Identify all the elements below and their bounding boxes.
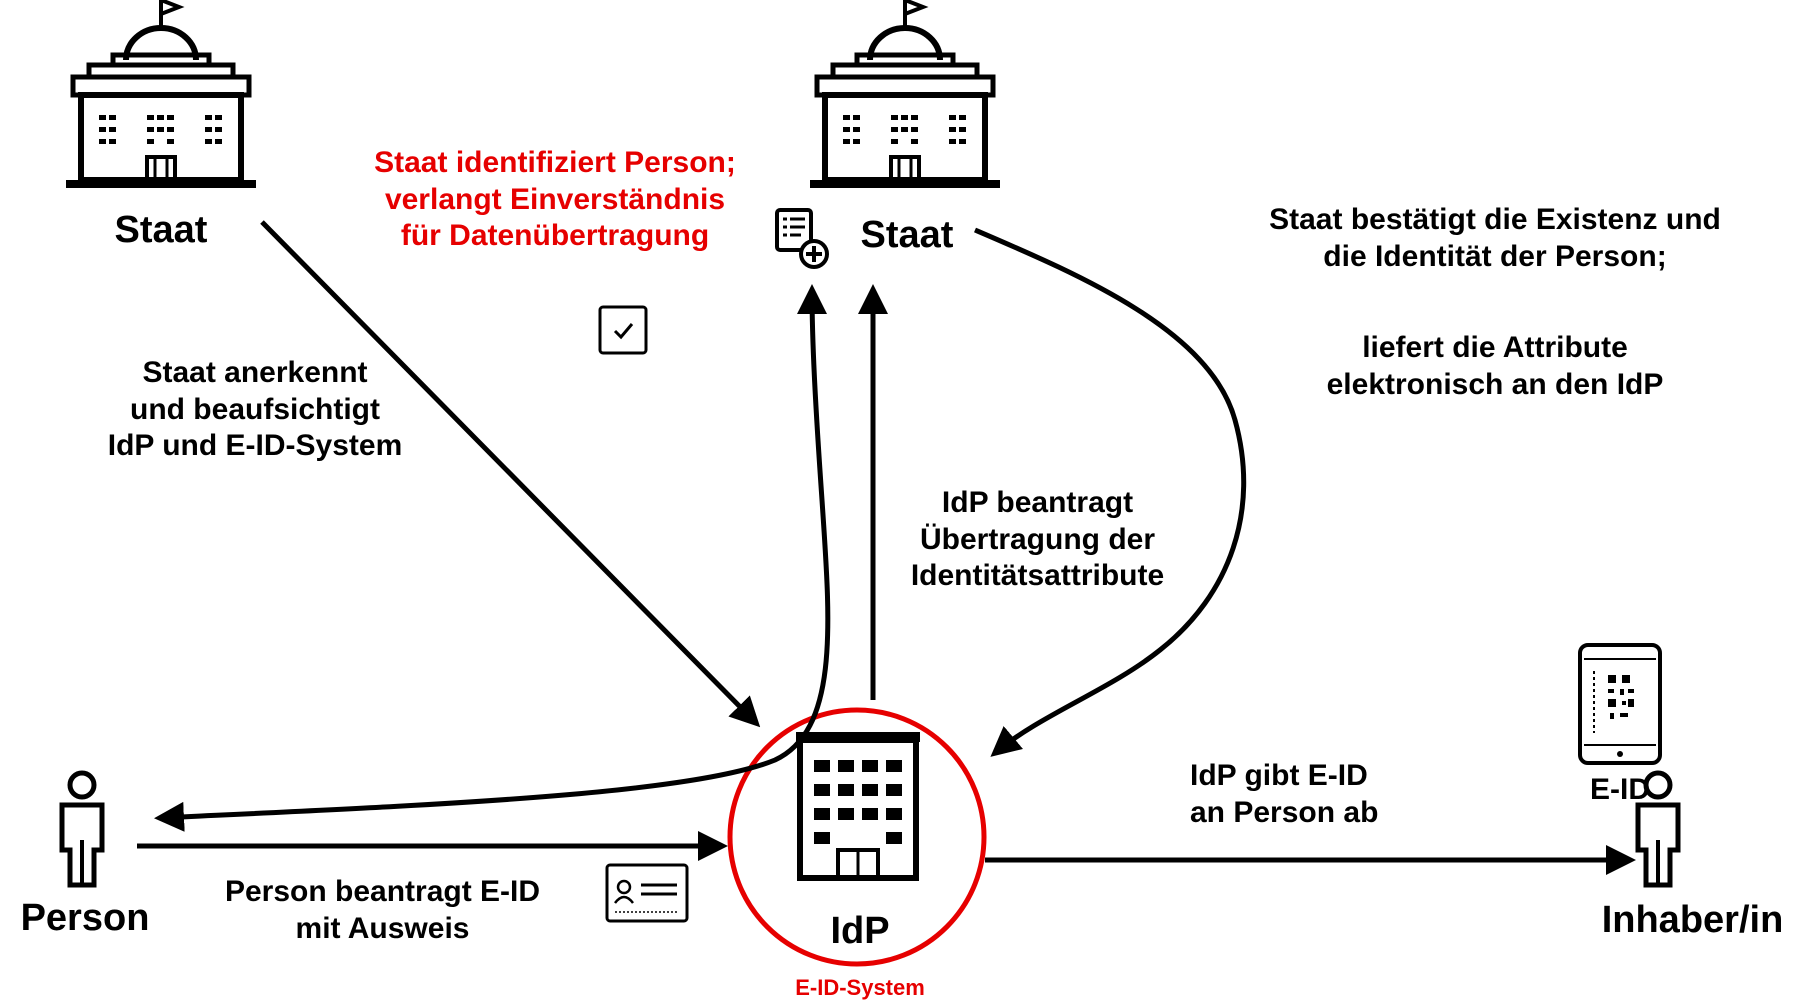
node-person: Person [20, 897, 150, 939]
smartphone-qr-icon [1578, 643, 1662, 765]
arrow-attribute-delivery [974, 227, 1247, 757]
label-consent: Staat identifiziert Person; verlangt Ein… [374, 146, 736, 253]
id-card-icon [605, 863, 689, 923]
arrow-oversight [260, 220, 761, 728]
government-building-icon [66, 0, 256, 188]
arrow-consent-request [154, 284, 831, 832]
node-idp-system: E-ID-System [795, 975, 925, 1000]
label-idp-request: IdP beantragt Übertragung der Identitäts… [910, 486, 1165, 593]
office-building-icon [796, 732, 920, 881]
idp-system-circle [727, 707, 987, 967]
node-staat-left: Staat [114, 209, 208, 251]
label-oversight: Staat anerkennt und beaufsichtigt IdP un… [107, 356, 403, 463]
checkbox-checked-icon [598, 305, 648, 355]
label-deliver: liefert die Attribute elektronisch an de… [1326, 331, 1664, 401]
node-staat-top: Staat [860, 214, 954, 256]
node-holder: Inhaber/in [1601, 899, 1784, 941]
label-apply: Person beantragt E-ID mit Ausweis [224, 875, 541, 945]
person-icon [62, 773, 102, 885]
node-idp: IdP [830, 910, 890, 952]
label-issue: IdP gibt E-ID an Person ab [1190, 759, 1379, 829]
document-add-icon [775, 208, 829, 269]
government-building-icon [810, 0, 1000, 188]
label-confirm: Staat bestätigt die Existenz und die Ide… [1269, 203, 1721, 273]
eid-label: E-ID [1590, 773, 1650, 806]
